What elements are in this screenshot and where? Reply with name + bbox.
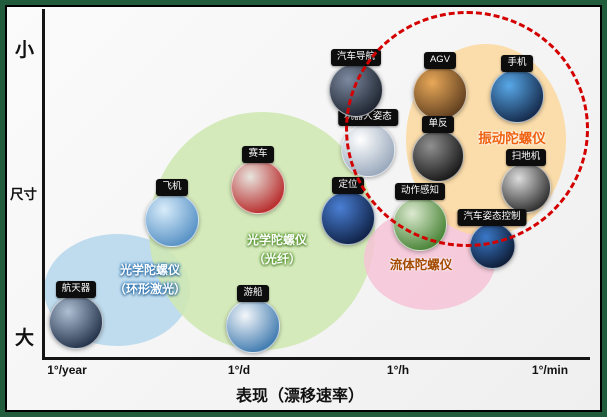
spacecraft-label: 航天器 bbox=[55, 281, 97, 298]
yacht-photo bbox=[226, 298, 280, 353]
fiber-optic-group-label: 光学陀螺仪（光纤） bbox=[246, 233, 308, 267]
item-aircraft: 飞机 bbox=[145, 179, 199, 247]
y-axis-title: 尺寸 bbox=[10, 187, 37, 202]
x-tick-1-deg-year: 1°/year bbox=[47, 363, 87, 377]
gps-photo bbox=[321, 190, 375, 245]
positioning-label: 定位 bbox=[332, 177, 364, 194]
y-axis-label-large: 大 bbox=[15, 328, 35, 349]
item-cruise-ship: 游船 bbox=[226, 285, 280, 353]
racecar-label: 赛车 bbox=[242, 146, 274, 163]
y-axis-label-small: 小 bbox=[15, 40, 35, 61]
fluid-group-label: 流体陀螺仪 bbox=[389, 258, 453, 272]
highlight-dashed-ellipse bbox=[345, 11, 589, 247]
item-racecar: 赛车 bbox=[231, 146, 285, 214]
airplane-photo bbox=[145, 192, 199, 247]
x-tick-1-deg-min: 1°/min bbox=[531, 363, 569, 377]
item-spacecraft: 航天器 bbox=[49, 281, 103, 349]
cruise-ship-label: 游船 bbox=[237, 285, 269, 302]
x-tick-1-deg-day: 1°/d bbox=[227, 363, 251, 377]
x-axis-title: 表现（漂移速率） bbox=[235, 388, 365, 405]
x-tick-1-deg-hour: 1°/h bbox=[386, 363, 410, 377]
x-axis-line bbox=[42, 357, 590, 360]
y-axis-line bbox=[42, 9, 45, 359]
spacecraft-photo bbox=[49, 294, 103, 349]
aircraft-label: 飞机 bbox=[156, 179, 188, 196]
race-car-photo bbox=[231, 159, 285, 214]
item-positioning: 定位 bbox=[321, 177, 375, 245]
ring-laser-group-label: 光学陀螺仪（环形激光） bbox=[113, 263, 187, 297]
